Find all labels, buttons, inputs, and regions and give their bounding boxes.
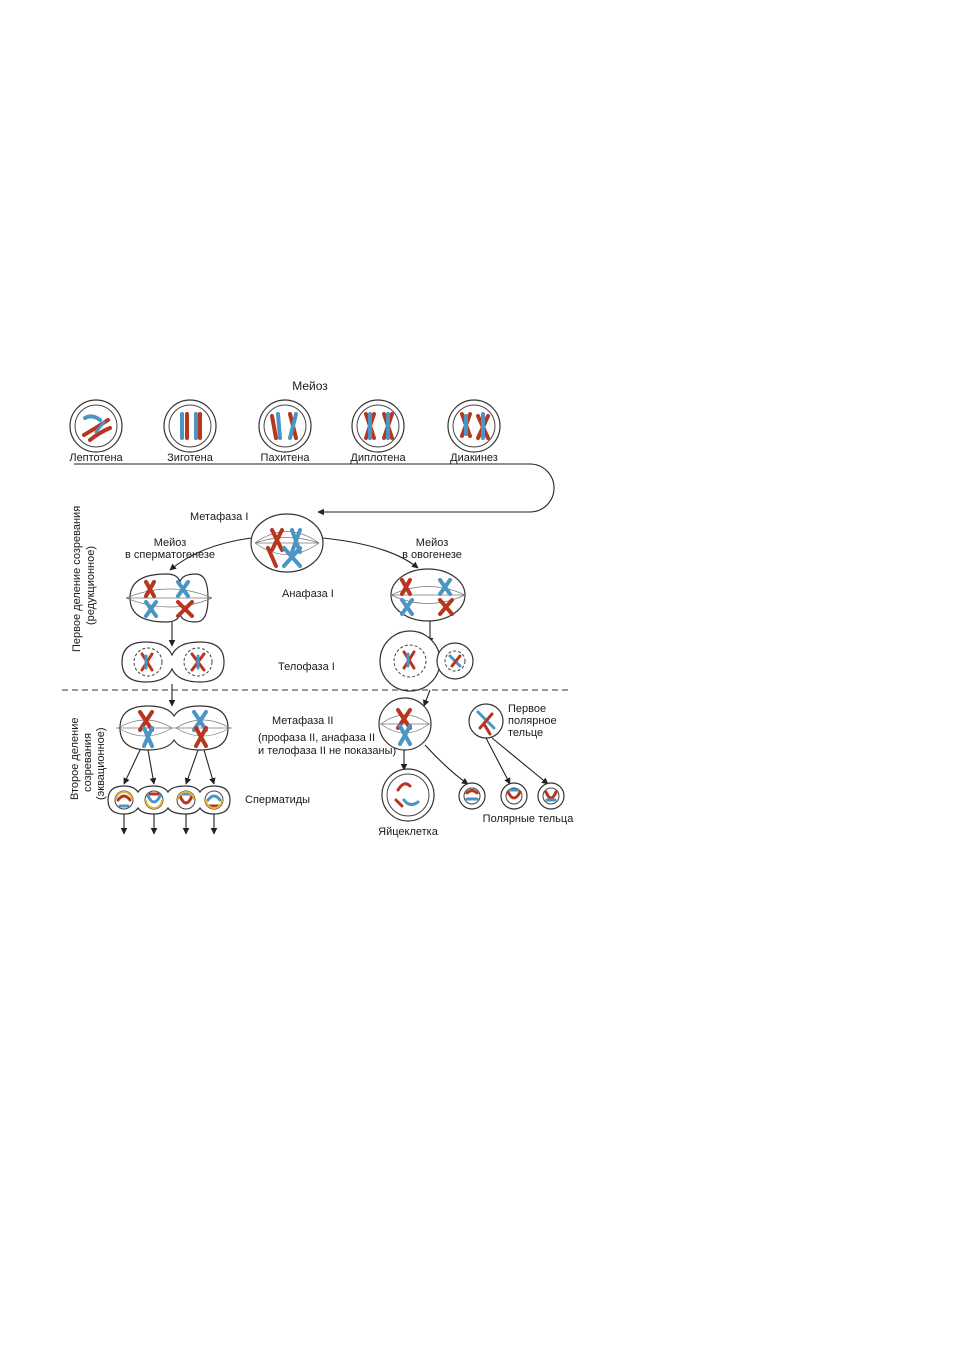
prophase-cell-pachytene (258, 399, 312, 453)
anaphase1-sperm-cell (125, 573, 213, 623)
stage-label-zygotene: Зиготена (167, 452, 214, 464)
polar-body-2 (500, 782, 528, 810)
side-label-first-division: Первое деление созревания (71, 506, 83, 652)
arrows-to-spermatids (123, 749, 216, 785)
label-egg: Яйцеклетка (378, 826, 439, 838)
label-first-polar-3: тельце (508, 727, 543, 739)
arrow-to-polar-2 (485, 737, 511, 785)
side-label-second-division: Второе деление (69, 718, 81, 800)
arrow-to-polar-3 (491, 737, 549, 785)
prophase-cell-diplotene (351, 399, 405, 453)
stage-label-diplotene: Диплотена (350, 452, 406, 464)
arrow-to-ovo (322, 537, 419, 569)
stage-label-diakinesis: Диакинез (450, 452, 498, 464)
first-polar-body (468, 703, 504, 739)
label-metaphase2-note-1: (профаза II, анафаза II (258, 732, 375, 744)
label-meiosis-ovo-2: в овогенезе (402, 549, 462, 561)
metaphase1-cell (250, 513, 324, 573)
loop-arrow (74, 463, 555, 516)
polar-body-1 (458, 782, 486, 810)
label-metaphase1: Метафаза I (190, 511, 248, 523)
metaphase2-ovo-cell (378, 697, 432, 751)
diagram-title: Мейоз (292, 379, 328, 393)
label-first-polar-2: полярное (508, 715, 557, 727)
arrow-ovo-t1-m2 (422, 689, 431, 707)
anaphase1-ovo-cell (390, 568, 466, 622)
side-label-first-division-sub: (редукционное) (85, 546, 97, 625)
spermatid-down-arrows (120, 814, 218, 835)
label-spermatids: Сперматиды (245, 794, 310, 806)
side-label-second-division-2: созревания (82, 733, 94, 792)
telophase1-ovo-cell (379, 630, 474, 692)
arrow-to-polar-1 (424, 744, 469, 785)
spermatids (107, 785, 231, 815)
stage-label-leptotene: Лептотена (69, 452, 123, 464)
label-anaphase1: Анафаза I (282, 588, 334, 600)
label-polar-bodies: Полярные тельца (483, 813, 575, 825)
label-first-polar-1: Первое (508, 703, 546, 715)
stage-label-pachytene: Пахитена (261, 452, 311, 464)
label-meiosis-sperm-1: Мейоз (154, 537, 187, 549)
prophase-cell-zygotene (163, 399, 217, 453)
label-meiosis-ovo-1: Мейоз (416, 537, 449, 549)
label-meiosis-sperm-2: в сперматогенезе (125, 549, 215, 561)
side-label-second-division-3: (эквационное) (95, 727, 107, 800)
telophase1-sperm-cell (121, 641, 225, 683)
label-metaphase2: Метафаза II (272, 715, 333, 727)
label-telophase1: Телофаза I (278, 661, 335, 673)
prophase-cell-diakinesis (447, 399, 501, 453)
arrow-to-sperm (169, 537, 252, 571)
label-metaphase2-note-2: и телофаза II не показаны) (258, 745, 396, 757)
egg-cell (381, 768, 435, 822)
prophase-cell-leptotene (69, 399, 123, 453)
metaphase2-sperm-cell (116, 705, 232, 751)
polar-body-3 (537, 782, 565, 810)
